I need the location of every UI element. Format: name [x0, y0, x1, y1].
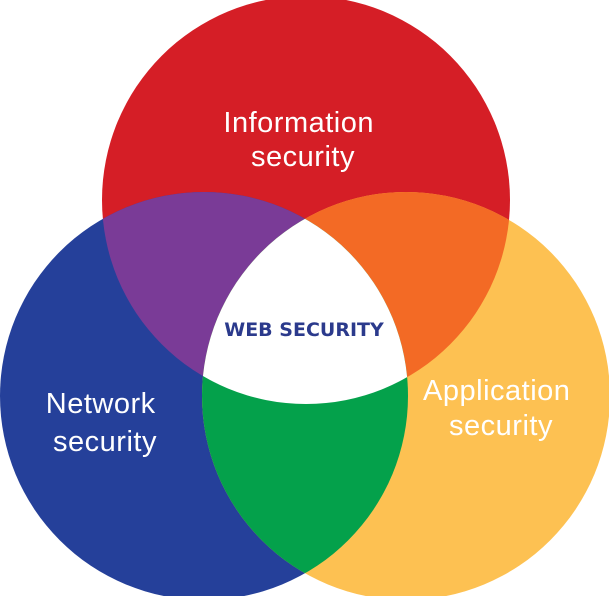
label-application-security: Application security: [423, 375, 579, 442]
label-network-security: Network security: [46, 388, 164, 458]
label-information-security: Information security: [223, 107, 382, 173]
label-web-security: WEB SECURITY: [224, 319, 384, 341]
